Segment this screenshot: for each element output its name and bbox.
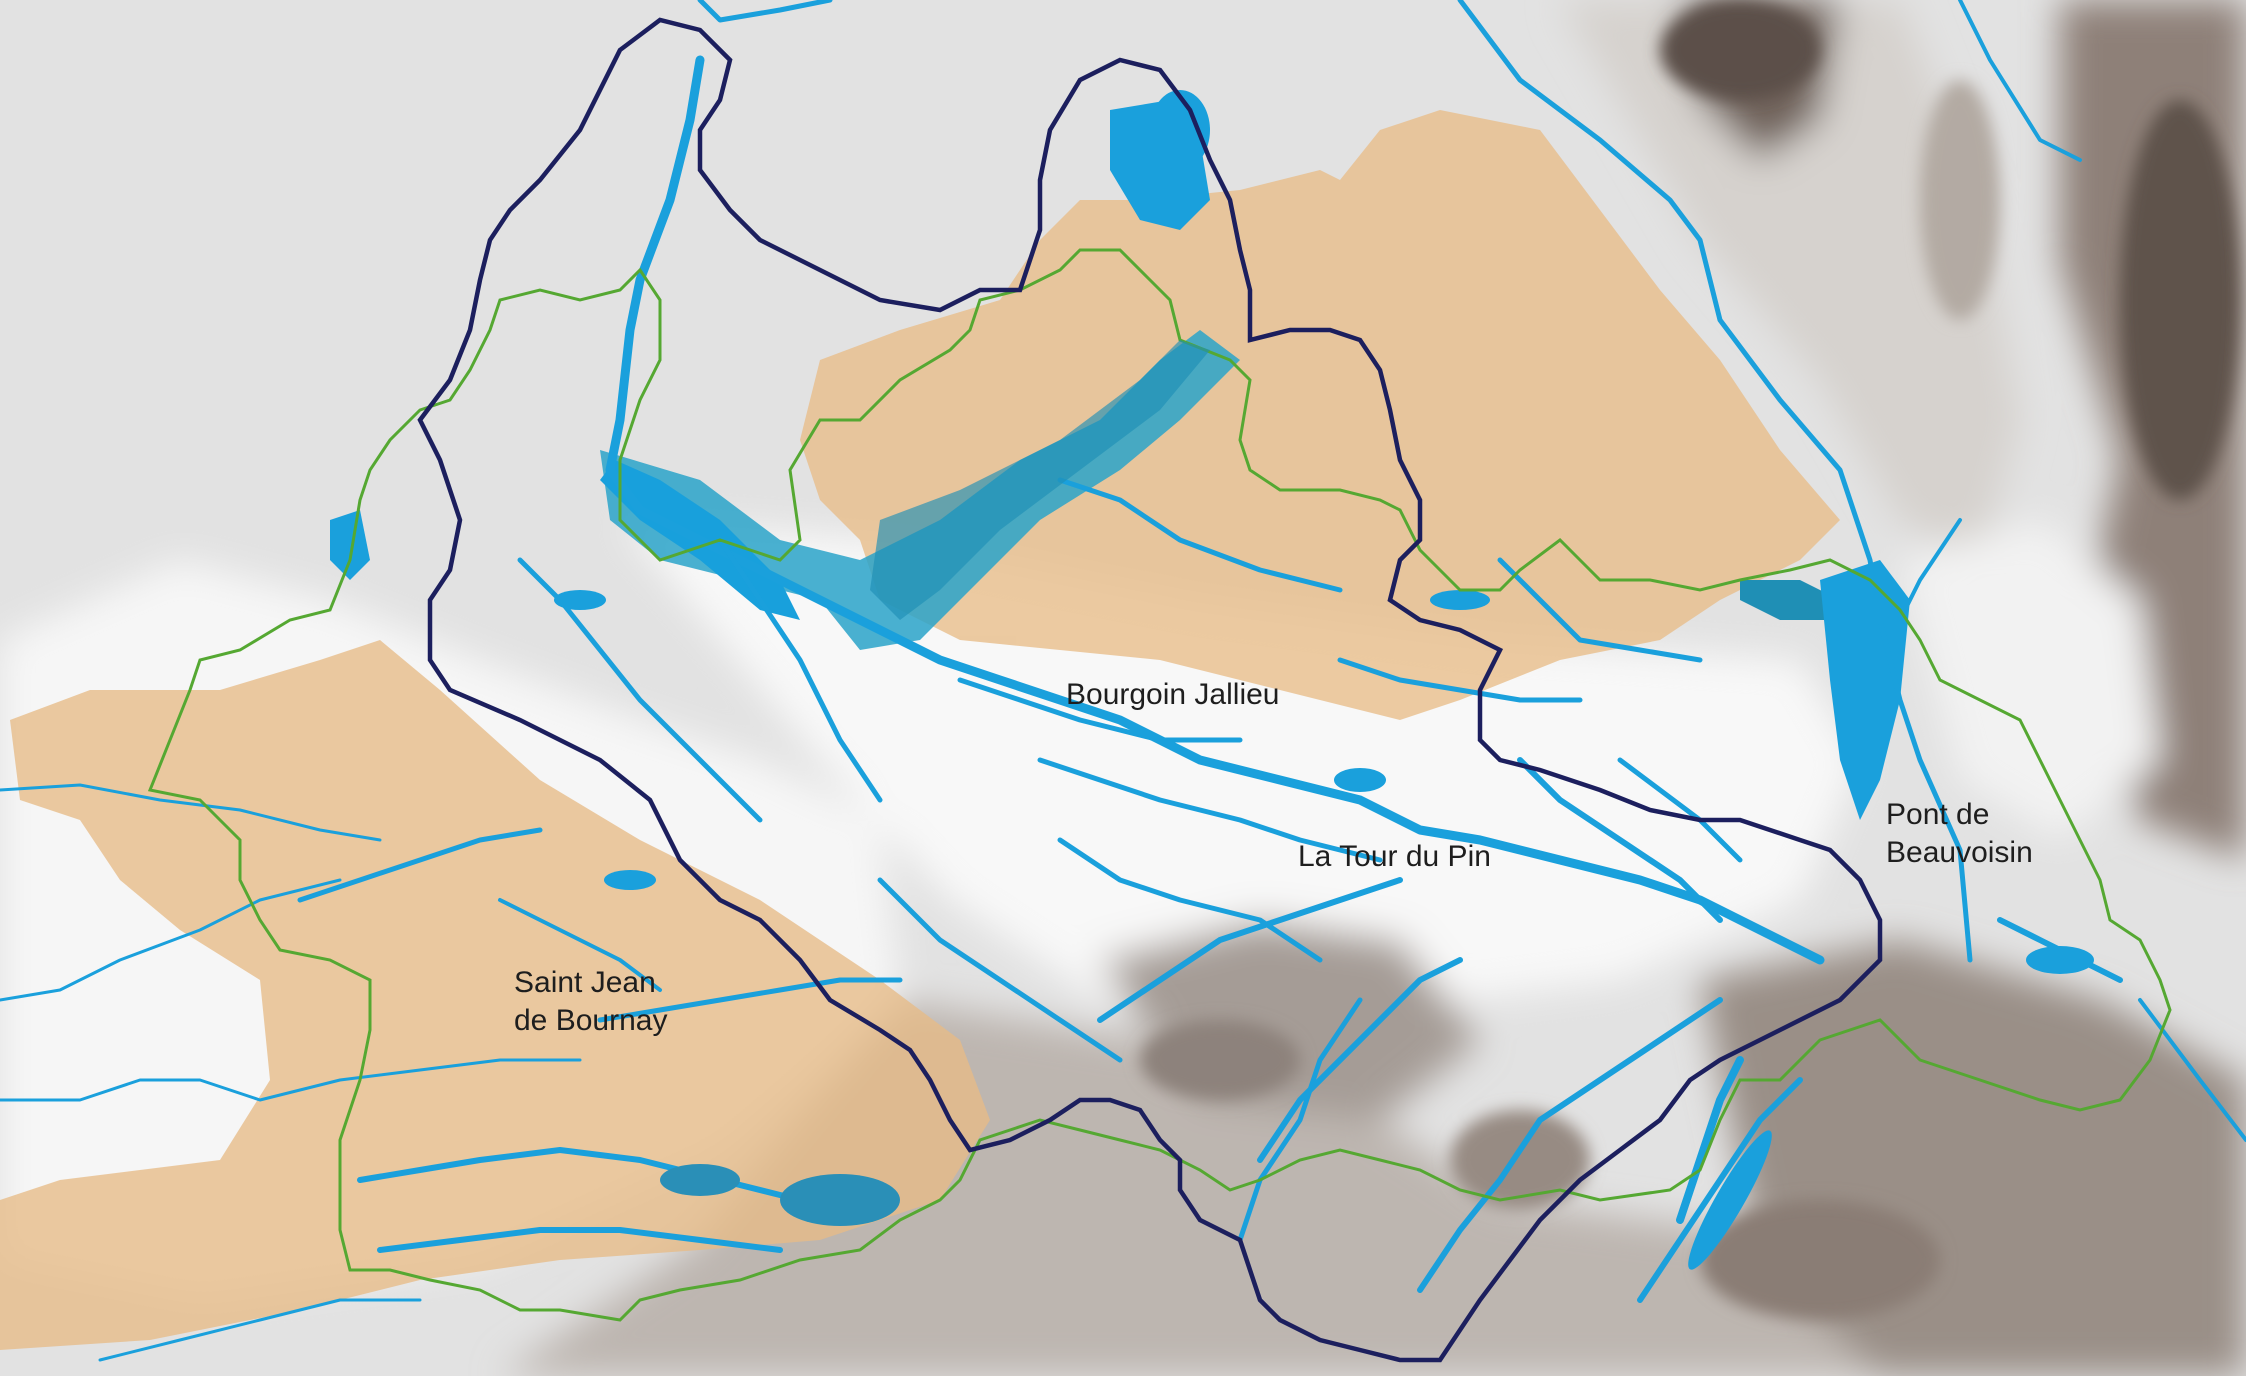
river-tourdupin-1	[1517, 757, 1723, 923]
river-center-2	[1057, 837, 1323, 963]
label-pont-de-beauvoisin: Pont de Beauvoisin	[1886, 796, 2033, 872]
relief-ridge-1	[2120, 100, 2240, 500]
label-la-tour-du-pin: La Tour du Pin	[1298, 840, 1491, 873]
river-west-tributary-2	[0, 878, 342, 1002]
river-rhone-north	[697, 0, 833, 23]
river-south-1	[1097, 877, 1403, 1023]
river-center-3	[877, 877, 1123, 1063]
agricultural-zones	[0, 110, 1840, 1350]
river-south-4	[1637, 1077, 1803, 1303]
pond-7	[1430, 590, 1490, 610]
river-north-2	[717, 537, 883, 803]
basin-boundary	[417, 17, 1883, 1363]
river-sw-5	[498, 898, 662, 992]
pond-6	[604, 870, 656, 890]
relief-ridge-3	[1660, 0, 1820, 100]
river-ne-2	[1337, 657, 1583, 703]
relief-detail	[1140, 0, 2240, 1320]
river-sw-2	[377, 1227, 783, 1253]
relief-hills-far-east	[1900, 520, 2160, 840]
agri-zone-southwest	[0, 640, 990, 1350]
river-sw-3	[297, 827, 543, 903]
relief-ridge-2	[1920, 80, 2000, 320]
river-east-bend	[1958, 0, 2082, 162]
river-south-2	[1257, 957, 1463, 1163]
river-ne-3	[1497, 557, 1703, 663]
river-center-1	[1037, 757, 1383, 863]
ponds	[554, 90, 2094, 1270]
agri-zone-north	[800, 110, 1840, 720]
river-east-outflow	[2138, 998, 2246, 1142]
relief-ridge-5	[1140, 1020, 1300, 1100]
river-tourdupin-2	[1617, 757, 1743, 863]
label-saint-jean-line2: de Bournay	[514, 1004, 668, 1037]
label-pont-de-beauvoisin-line1: Pont de	[1886, 798, 1990, 831]
label-pont-de-beauvoisin-line2: Beauvoisin	[1886, 836, 2033, 869]
river-center-4	[1237, 997, 1363, 1243]
river-west-tributary-1	[0, 783, 382, 842]
wetland-west-lake	[330, 510, 370, 580]
relief-ridge-6	[1450, 1110, 1590, 1210]
river-bourbre	[605, 55, 1825, 965]
wetland-east-patch	[1740, 580, 1840, 620]
pond-3	[660, 1164, 740, 1196]
river-sw-4	[597, 977, 903, 1023]
river-east-2	[1676, 1056, 1744, 1224]
label-bourgoin-jallieu: Bourgoin Jallieu	[1066, 678, 1280, 711]
communal-boundary	[147, 248, 2172, 1322]
river-northeast-branch	[1898, 518, 1962, 622]
river-west-tributary-3	[0, 1058, 582, 1102]
label-saint-jean-line1: Saint Jean	[514, 966, 656, 999]
pond-2	[2026, 946, 2094, 974]
river-south-3	[1417, 997, 1723, 1293]
marsh-central	[870, 340, 1210, 620]
wetland-east-marsh	[1820, 560, 1910, 820]
pond-9	[1334, 768, 1386, 792]
river-ne-1	[1057, 477, 1343, 593]
river-north-1	[517, 557, 763, 823]
relief-ridge-4	[1700, 1200, 1940, 1320]
river-west-tributary-4	[98, 1298, 422, 1362]
pond-1	[1688, 1130, 1772, 1270]
pond-8	[554, 590, 606, 610]
river-north-3	[957, 677, 1243, 743]
river-guiers	[1457, 0, 1973, 963]
pond-4	[780, 1174, 900, 1226]
pond-5	[1150, 90, 1210, 170]
relief-dark-northeast	[1560, 0, 2020, 560]
label-saint-jean-de-bournay: Saint Jean de Bournay	[514, 964, 667, 1040]
